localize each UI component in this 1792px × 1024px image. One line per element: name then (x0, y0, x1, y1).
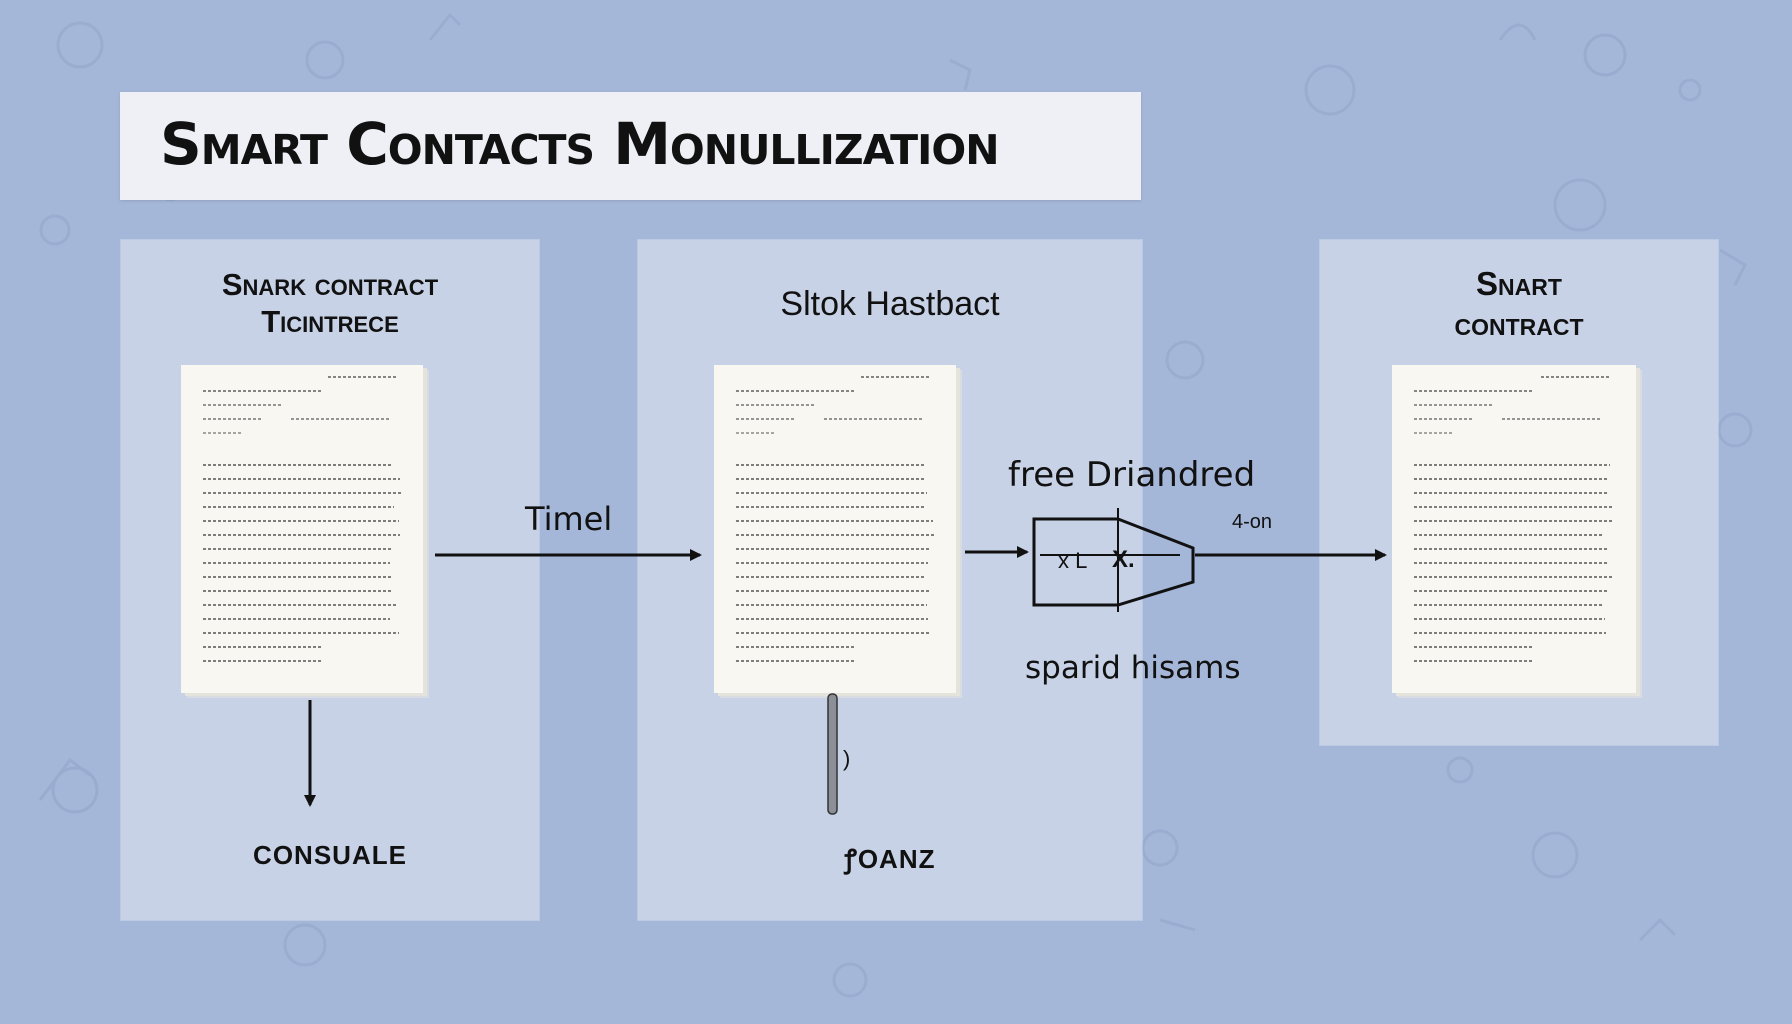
panel-footer: CONSUALE (253, 840, 407, 870)
box-label-left: x L (1058, 548, 1088, 573)
panel-snark-contract: Snark contract Ticintrece CONSUALE (121, 240, 539, 920)
panel-heading: Snark contract Ticintrece (121, 266, 539, 340)
heading-line: Snart (1476, 265, 1562, 302)
heading-line: Snark contract (221, 267, 439, 302)
panel-footer: ꝭOANZ (844, 844, 936, 874)
panel-heading: Sltok Hastbact (638, 284, 1142, 325)
diagram-title: Smart Contacts Monullization (160, 110, 1000, 178)
box-label-right: X. (1112, 546, 1135, 573)
panel-snart-contract: Snart contract (1320, 240, 1718, 745)
label-4-on: 4-on (1232, 511, 1273, 533)
label-sparid-hisams: sparid hisams (1025, 650, 1241, 686)
label-free-driandred: free Driandred (1008, 455, 1256, 495)
document-page (1392, 365, 1636, 693)
stick-mark: ) (843, 746, 851, 771)
document-text-lines (736, 376, 934, 662)
heading-line: contract (1454, 304, 1584, 342)
heading-line: Ticintrece (261, 304, 399, 340)
document-page (714, 365, 956, 693)
panel-heading: Snart contract (1320, 264, 1718, 343)
title-banner: Smart Contacts Monullization (120, 92, 1141, 200)
document-page (181, 365, 423, 693)
heading-line: Sltok Hastbact (780, 285, 1000, 323)
panel-sltok-hastbact: Sltok Hastbact ꝭOANZ (638, 240, 1142, 920)
document-text-lines (1414, 376, 1614, 662)
document-text-lines (203, 376, 401, 662)
label-timel: Timel (525, 500, 613, 538)
